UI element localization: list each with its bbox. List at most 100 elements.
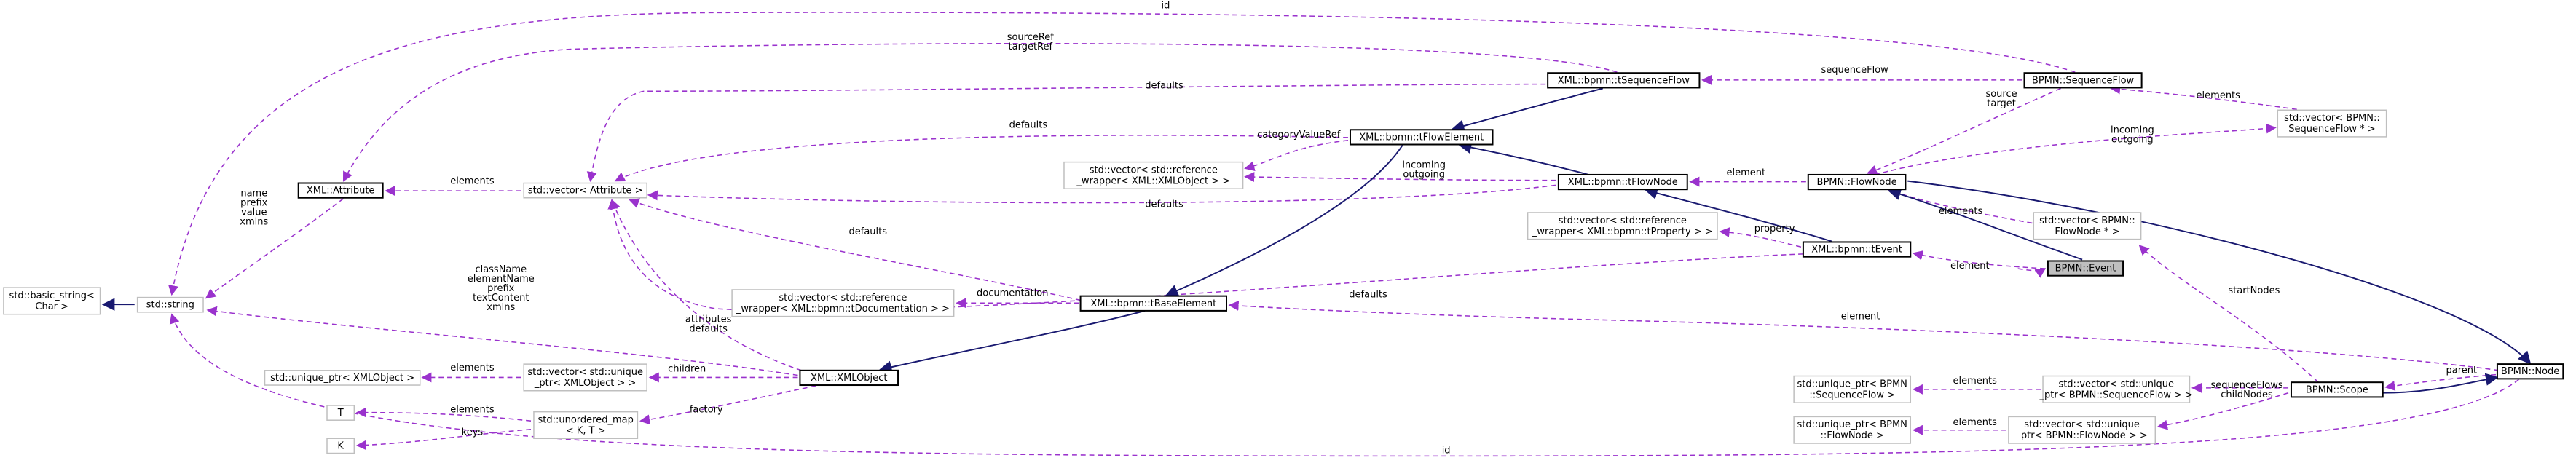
edge-seqflow-flownode-line (1867, 87, 2061, 175)
node-event[interactable]: BPMN::Event (2047, 260, 2124, 277)
node-scope[interactable]: BPMN::Scope (2290, 381, 2384, 398)
node-vec-doc[interactable]: std::vector< std::reference_wrapper< XML… (731, 289, 955, 317)
node-node[interactable]: BPMN::Node (2496, 363, 2564, 380)
edge-label-line: childNodes (2221, 389, 2273, 400)
node-vec-uptr-flownode[interactable]: std::vector< std::unique_ptr< BPMN::Flow… (2008, 416, 2156, 444)
edge-label-id_bottom: id (1442, 446, 1451, 456)
node-label: T (337, 408, 344, 419)
node-label: BPMN::Event (2055, 263, 2116, 274)
node-box (326, 405, 355, 421)
edge-label-line: elements (1939, 206, 1983, 217)
edge-label-line: categoryValueRef (1257, 130, 1341, 141)
node-label: BPMN::Scope (2306, 384, 2368, 395)
node-label-line: _wrapper< XML::bpmn::tDocumentation > > (736, 303, 950, 314)
node-box (2496, 363, 2564, 380)
node-vec-flownode-ptr[interactable]: std::vector< BPMN::FlowNode * > (2033, 212, 2142, 240)
edge-label-line: startNodes (2228, 285, 2280, 296)
node-label-line: T (337, 408, 344, 419)
edges-layer (101, 12, 2532, 457)
edge-label-line: id (1162, 1, 1170, 12)
edge-tfe-vecxmlref (1244, 139, 1349, 171)
node-seqflow[interactable]: BPMN::SequenceFlow (2023, 72, 2143, 89)
node-attribute[interactable]: XML::Attribute (297, 182, 384, 199)
node-xmlobject[interactable]: XML::XMLObject (799, 369, 899, 387)
node-label: BPMN::FlowNode (1817, 177, 1897, 188)
node-umap[interactable]: std::unordered_map< K, T > (533, 411, 639, 440)
node-T[interactable]: T (326, 405, 355, 421)
edge-label-elements_useq: elements (1953, 376, 1998, 387)
edge-label-line: xmlns (240, 217, 268, 228)
node-uptr-flownode[interactable]: std::unique_ptr< BPMN::FlowNode > (1793, 416, 1912, 444)
node-vec-uptr-xml[interactable]: std::vector< std::unique_ptr< XMLObject … (523, 363, 647, 392)
edge-label-line: documentation (977, 288, 1048, 299)
node-label-line: XML::bpmn::tSequenceFlow (1558, 75, 1690, 86)
node-label-line: std::unordered_map (537, 414, 633, 425)
node-box (264, 370, 421, 386)
edge-label-line: sequenceFlows (2211, 380, 2283, 391)
edge-tfn-vecxmlref (1244, 172, 1556, 183)
edge-scope-node (2382, 373, 2499, 394)
node-vec-uptr-seqflow[interactable]: std::vector< std::unique_ptr< BPMN::Sequ… (2039, 375, 2193, 403)
edge-label-category: categoryValueRef (1257, 130, 1341, 141)
edge-event-tevent (1912, 250, 2046, 269)
node-tflowelem[interactable]: XML::bpmn::tFlowElement (1349, 129, 1494, 146)
edge-label-id_top: id (1162, 1, 1170, 12)
node-label-line: BPMN::SequenceFlow (2032, 75, 2135, 86)
edge-label-startNodes: startNodes (2228, 285, 2280, 296)
node-label: XML::bpmn::tBaseElement (1090, 298, 1216, 309)
edge-seqflow-flownode (1867, 87, 2061, 175)
node-label: std::vector< std::reference_wrapper< XML… (1076, 165, 1230, 186)
edge-label-property: property (1754, 223, 1795, 234)
edge-id-top-line (168, 12, 2076, 296)
node-box (1807, 173, 1907, 191)
edge-label-line: elements (2197, 90, 2241, 101)
node-uptr-xml[interactable]: std::unique_ptr< XMLObject > (264, 370, 421, 386)
edge-tfn-vecattr (647, 184, 1556, 204)
node-vec-seqflow-ptr[interactable]: std::vector< BPMN::SequenceFlow * > (2277, 109, 2387, 138)
node-flownode[interactable]: BPMN::FlowNode (1807, 173, 1907, 191)
edge-vecfn-flownode (1888, 188, 2033, 224)
edge-seqflow-attr-line (342, 43, 1618, 182)
edge-label-line: value (241, 207, 267, 218)
node-vec-xml-ref[interactable]: std::vector< std::reference_wrapper< XML… (1063, 161, 1244, 189)
edge-tseq-vecattr-line (586, 83, 1546, 182)
node-tseqflow[interactable]: XML::bpmn::tSequenceFlow (1547, 72, 1701, 89)
node-label-line: _wrapper< XML::XMLObject > > (1076, 175, 1230, 186)
edge-id-bottom (169, 313, 2519, 457)
edge-id-top (168, 12, 2076, 296)
node-box (2033, 212, 2142, 240)
edge-label-line: outgoing (2111, 134, 2154, 145)
edge-event-tevent-line (1912, 250, 2046, 269)
edge-label-line: factory (690, 405, 723, 416)
edge-scope-vecfn-line (2138, 245, 2319, 383)
node-uptr-seqflow[interactable]: std::unique_ptr< BPMN::SequenceFlow > (1793, 375, 1912, 403)
edge-label-line: target (1987, 98, 2016, 109)
edge-tfe-tbase-line (1165, 144, 1403, 297)
edge-label-line: property (1754, 223, 1795, 234)
node-box (2042, 375, 2191, 403)
node-label-line: BPMN::Scope (2306, 384, 2368, 395)
edge-umap-T (355, 407, 532, 422)
node-box (3, 287, 101, 315)
node-box (297, 182, 384, 199)
node-label-line: std::vector< Attribute > (528, 185, 643, 196)
node-tflownode[interactable]: XML::bpmn::tFlowNode (1557, 173, 1688, 191)
edge-label-seqflow_lbl: sequenceFlow (1821, 65, 1888, 76)
edge-label-line: id (1442, 446, 1451, 456)
node-box (2277, 109, 2387, 138)
node-vec-attr[interactable]: std::vector< Attribute > (523, 182, 647, 199)
node-label-line: XML::bpmn::tBaseElement (1090, 298, 1216, 309)
edge-label-defaults_base: defaults (849, 226, 888, 237)
node-tbase[interactable]: XML::bpmn::tBaseElement (1079, 295, 1228, 312)
node-K[interactable]: K (326, 438, 355, 454)
node-basic-string[interactable]: std::basic_string<Char > (3, 287, 101, 315)
edge-label-line: className (475, 264, 527, 275)
node-box (1527, 212, 1718, 240)
edge-label-line: source (1985, 89, 2017, 100)
node-vec-prop[interactable]: std::vector< std::reference_wrapper< XML… (1527, 212, 1718, 240)
edge-label-line: prefix (487, 283, 514, 294)
node-string[interactable]: std::string (136, 296, 204, 313)
node-tevent[interactable]: XML::bpmn::tEvent (1802, 241, 1912, 258)
